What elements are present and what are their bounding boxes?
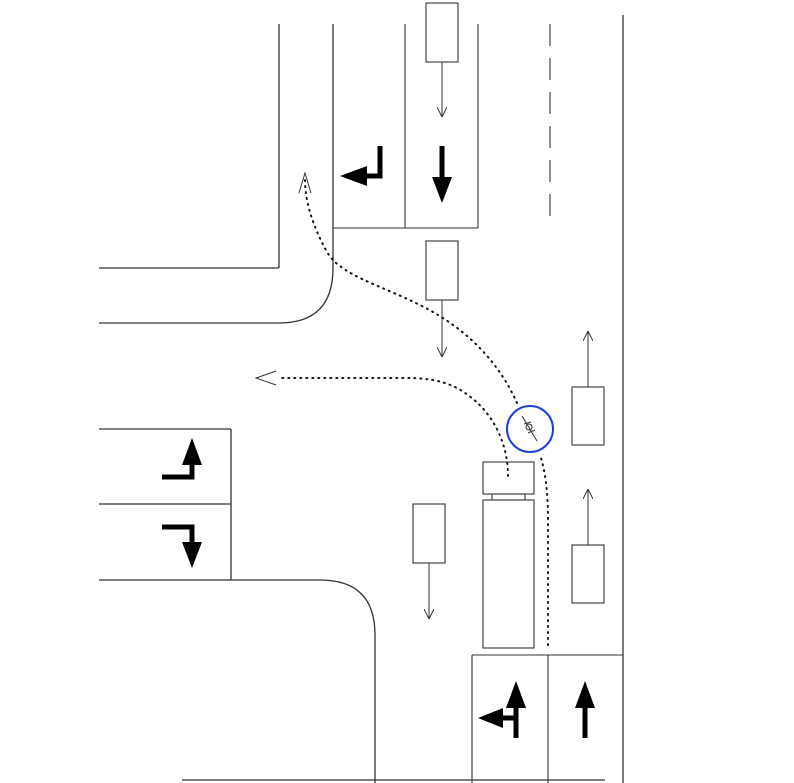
cyclist-path-arrowhead xyxy=(298,171,312,194)
truck-path-arrowhead xyxy=(254,370,277,386)
truck xyxy=(482,461,535,649)
vehicles xyxy=(412,2,605,649)
truck-trailer xyxy=(482,499,535,649)
road-edges xyxy=(99,15,624,783)
lane-markings xyxy=(162,146,595,738)
car xyxy=(571,489,605,604)
truck-left-turn-path xyxy=(279,377,509,477)
left-turn-arrow xyxy=(340,146,383,186)
south-approach-lanes xyxy=(471,654,623,783)
left-turn-and-straight-arrow xyxy=(478,681,526,738)
straight-arrow xyxy=(575,681,595,738)
car xyxy=(571,331,605,446)
cyclist-highlight-circle xyxy=(506,405,554,453)
car xyxy=(425,2,459,117)
truck-cab xyxy=(482,461,535,495)
southwest-curb xyxy=(99,579,376,783)
cyclist-approach-path xyxy=(539,454,549,646)
left-turn-arrow xyxy=(162,438,202,480)
straight-arrow xyxy=(432,146,452,203)
car xyxy=(425,240,459,357)
cyclist-left-turn-path xyxy=(304,179,518,404)
bicycle-icon xyxy=(521,415,538,442)
right-turn-arrow xyxy=(162,524,202,568)
car xyxy=(412,503,446,619)
trajectories xyxy=(254,171,549,646)
north-approach-lanes xyxy=(333,24,551,229)
cyclist xyxy=(506,405,554,453)
northwest-curb xyxy=(99,24,334,324)
truck-coupling xyxy=(491,493,526,501)
